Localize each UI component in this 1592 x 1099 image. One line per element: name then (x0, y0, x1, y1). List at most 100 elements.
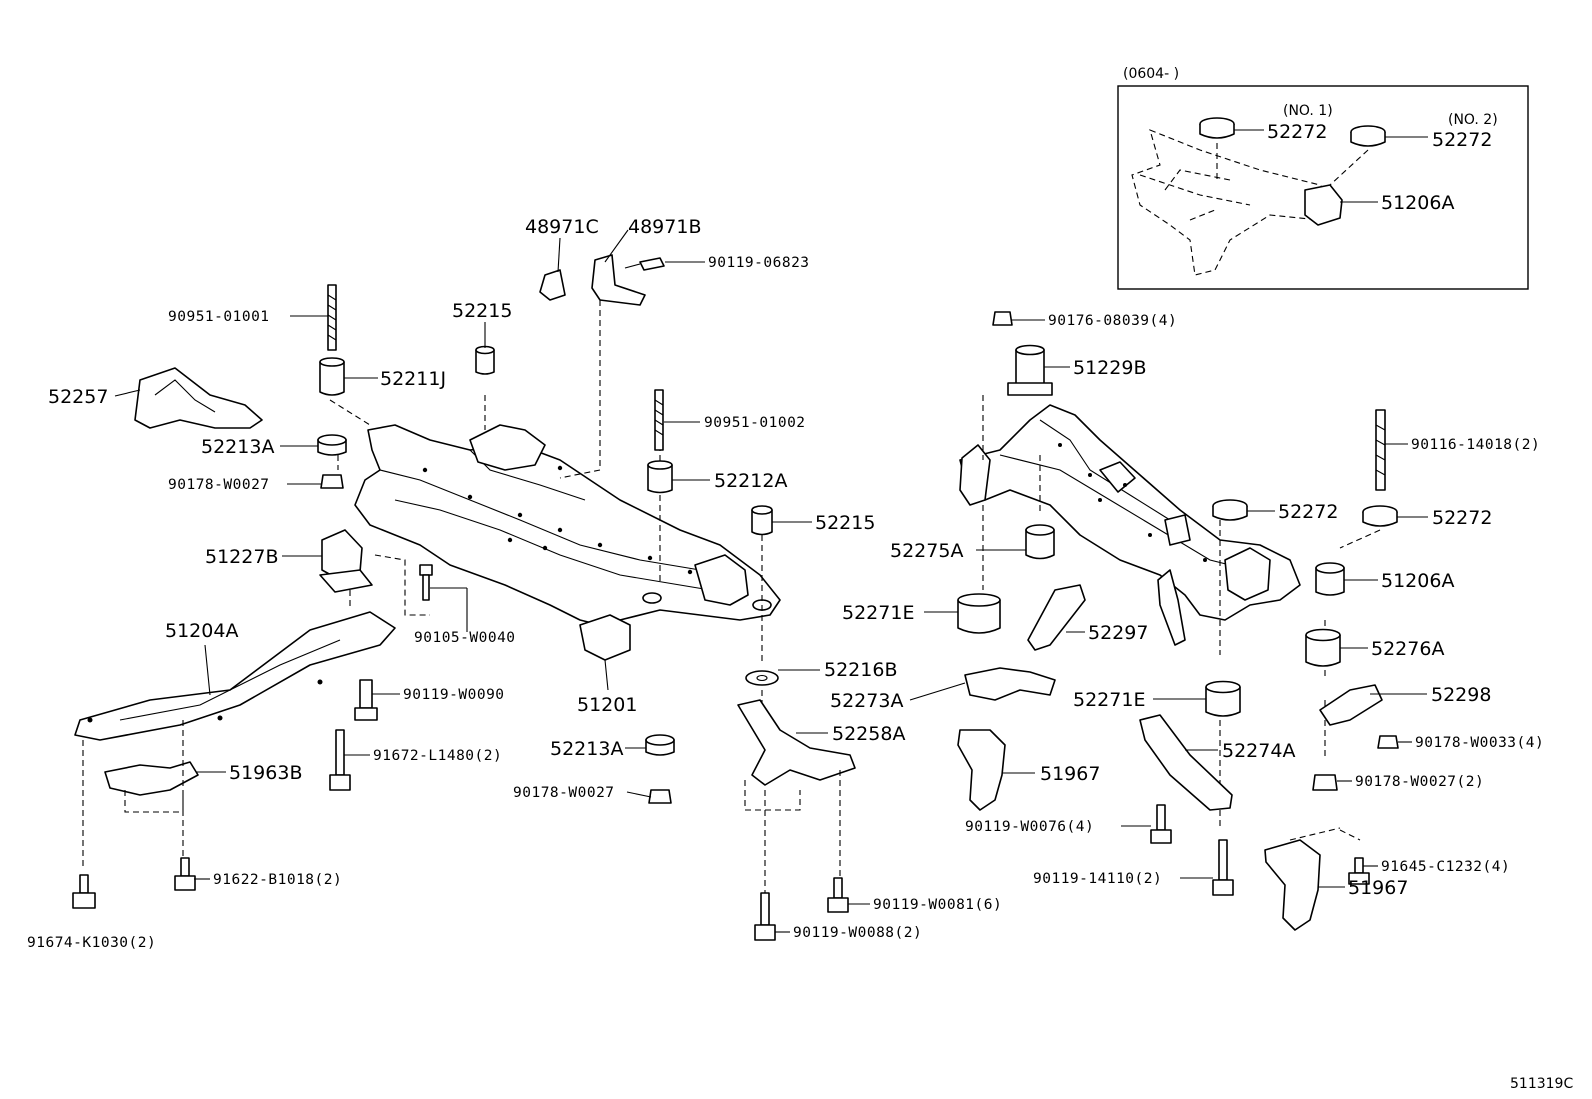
dash-left-column (329, 399, 371, 470)
part-52297-bracket (1027, 584, 1086, 651)
stud-thread-1 (327, 294, 337, 341)
part-labels: 48971C 48971B 90119-06823 90951-01001 52… (27, 216, 1573, 1092)
part-90119-w0088-head (754, 924, 776, 941)
stud-thread-3 (1375, 424, 1386, 476)
dash-52258a (744, 770, 841, 900)
label-52297: 52297 (1088, 622, 1148, 644)
label-91645-c1232: 91645-C1232(4) (1381, 859, 1510, 875)
part-90105-w0040-head (419, 564, 433, 576)
label-52272-right: 52272 (1432, 507, 1492, 529)
part-52213a-upper-top (317, 434, 347, 446)
part-90176-08039-nut (992, 311, 1013, 326)
rear-subframe-assembly (959, 395, 1381, 830)
label-52271e-lower: 52271E (1073, 689, 1145, 711)
label-90105-w0040: 90105-W0040 (414, 630, 516, 646)
part-91674-k1030-head (72, 892, 96, 909)
inset-crossmember-ghost-lines (1139, 169, 1251, 221)
diagram-ref-code: 511319C (1510, 1076, 1573, 1092)
inset-dash-leaders (1216, 143, 1369, 186)
part-52212a-top (647, 460, 673, 470)
inset-52272-no2-body (1350, 132, 1386, 147)
part-90119-w0081-shank (833, 877, 843, 899)
label-52275a: 52275A (890, 540, 963, 562)
part-52272-right-body (1362, 512, 1398, 527)
label-52257: 52257 (48, 386, 108, 408)
part-90178-w0027-nut (320, 474, 344, 489)
label-52213a-upper: 52213A (201, 436, 274, 458)
front-crossmember-mount-right (694, 554, 749, 606)
part-90119-w0090-bolt (359, 679, 373, 709)
front-crossmember-assembly (329, 290, 781, 735)
label-52216b: 52216B (824, 659, 897, 681)
part-52257-plate (134, 367, 263, 429)
label-91672-l1480: 91672-L1480(2) (373, 748, 502, 764)
part-52298-bracket (1319, 684, 1383, 726)
part-52216b-hole (756, 674, 768, 682)
label-90951-01002: 90951-01002 (704, 415, 806, 431)
label-52271e-upper: 52271E (842, 602, 914, 624)
part-91622-b1018-head (174, 875, 196, 891)
label-90178-w0027-right: 90178-W0027(2) (1355, 774, 1484, 790)
part-52273a-link (964, 667, 1056, 701)
part-51204a-detail (119, 639, 341, 721)
part-51229b-flange (1007, 382, 1053, 396)
part-52271e-lower (1205, 686, 1241, 717)
label-90176-08039: 90176-08039(4) (1048, 313, 1177, 329)
label-51206a: 51206A (1381, 570, 1454, 592)
part-52275a-bushing (1025, 529, 1055, 560)
label-51229b: 51229B (1073, 357, 1146, 379)
label-90119-w0081: 90119-W0081(6) (873, 897, 1002, 913)
leader-lines (114, 229, 1428, 933)
label-90119-w0076: 90119-W0076(4) (965, 819, 1094, 835)
inset-date-range: (0604- ) (1123, 66, 1179, 82)
part-48971b-bracket (591, 254, 646, 306)
label-90951-01001: 90951-01001 (168, 309, 270, 325)
rear-subframe-arm-mount (1224, 547, 1271, 601)
stud-thread-2 (654, 399, 664, 436)
inset-frame (1117, 85, 1529, 290)
front-crossmember-edge-2 (394, 499, 741, 596)
label-90119-14110: 90119-14110(2) (1033, 871, 1162, 887)
inset-52272-no1-body (1199, 124, 1235, 139)
part-90951-01002-stud (654, 389, 664, 451)
rear-subframe-pipe (1157, 569, 1186, 646)
part-52257-detail (154, 379, 216, 413)
part-51201-bracket (579, 614, 631, 661)
part-51227b-base (319, 569, 373, 593)
inset-detail: (0604- ) (NO. 1) (NO. 2) 52272 52272 512… (1117, 66, 1529, 290)
part-90119-14110-head (1212, 879, 1234, 896)
label-inset-51206a: 51206A (1381, 192, 1454, 214)
inset-51206a-bushing (1304, 184, 1343, 226)
label-51963b: 51963B (229, 762, 302, 784)
label-inset-52272-no1: 52272 (1267, 121, 1327, 143)
dash-51963b (82, 720, 184, 870)
part-52211j-bushing (319, 361, 345, 396)
part-51206a-bushing (1315, 567, 1345, 596)
label-48971c: 48971C (525, 216, 599, 238)
part-52216b-washer (745, 670, 779, 686)
label-90119-w0090: 90119-W0090 (403, 687, 505, 703)
part-90119-w0081-head (827, 897, 849, 913)
part-51967-bracket-a (957, 729, 1006, 811)
label-52274a: 52274A (1222, 740, 1295, 762)
part-90119-w0076-shank (1156, 804, 1166, 831)
label-51204a: 51204A (165, 620, 238, 642)
part-91645-c1232-head (1348, 872, 1370, 885)
label-90178-w0027-lower: 90178-W0027 (513, 785, 615, 801)
label-91674-k1030: 91674-K1030(2) (27, 935, 156, 951)
crossmember-holes (422, 465, 693, 575)
part-52213a-lower-top (645, 734, 675, 746)
label-51967-b: 51967 (1348, 877, 1408, 899)
part-52272-mid-body (1212, 506, 1248, 521)
part-90105-w0040-shank (422, 574, 430, 601)
label-52215-right: 52215 (815, 512, 875, 534)
label-52215-top: 52215 (452, 300, 512, 322)
label-52258a: 52258A (832, 723, 905, 745)
inset-note-no1: (NO. 1) (1283, 103, 1333, 119)
crossmember-bushing-rear (642, 592, 662, 604)
part-52215-right-cap (751, 505, 773, 515)
bolt-shank-06823 (624, 263, 641, 269)
part-90178-w0027-right-nut (1312, 774, 1338, 791)
part-52276a-top (1305, 628, 1341, 642)
